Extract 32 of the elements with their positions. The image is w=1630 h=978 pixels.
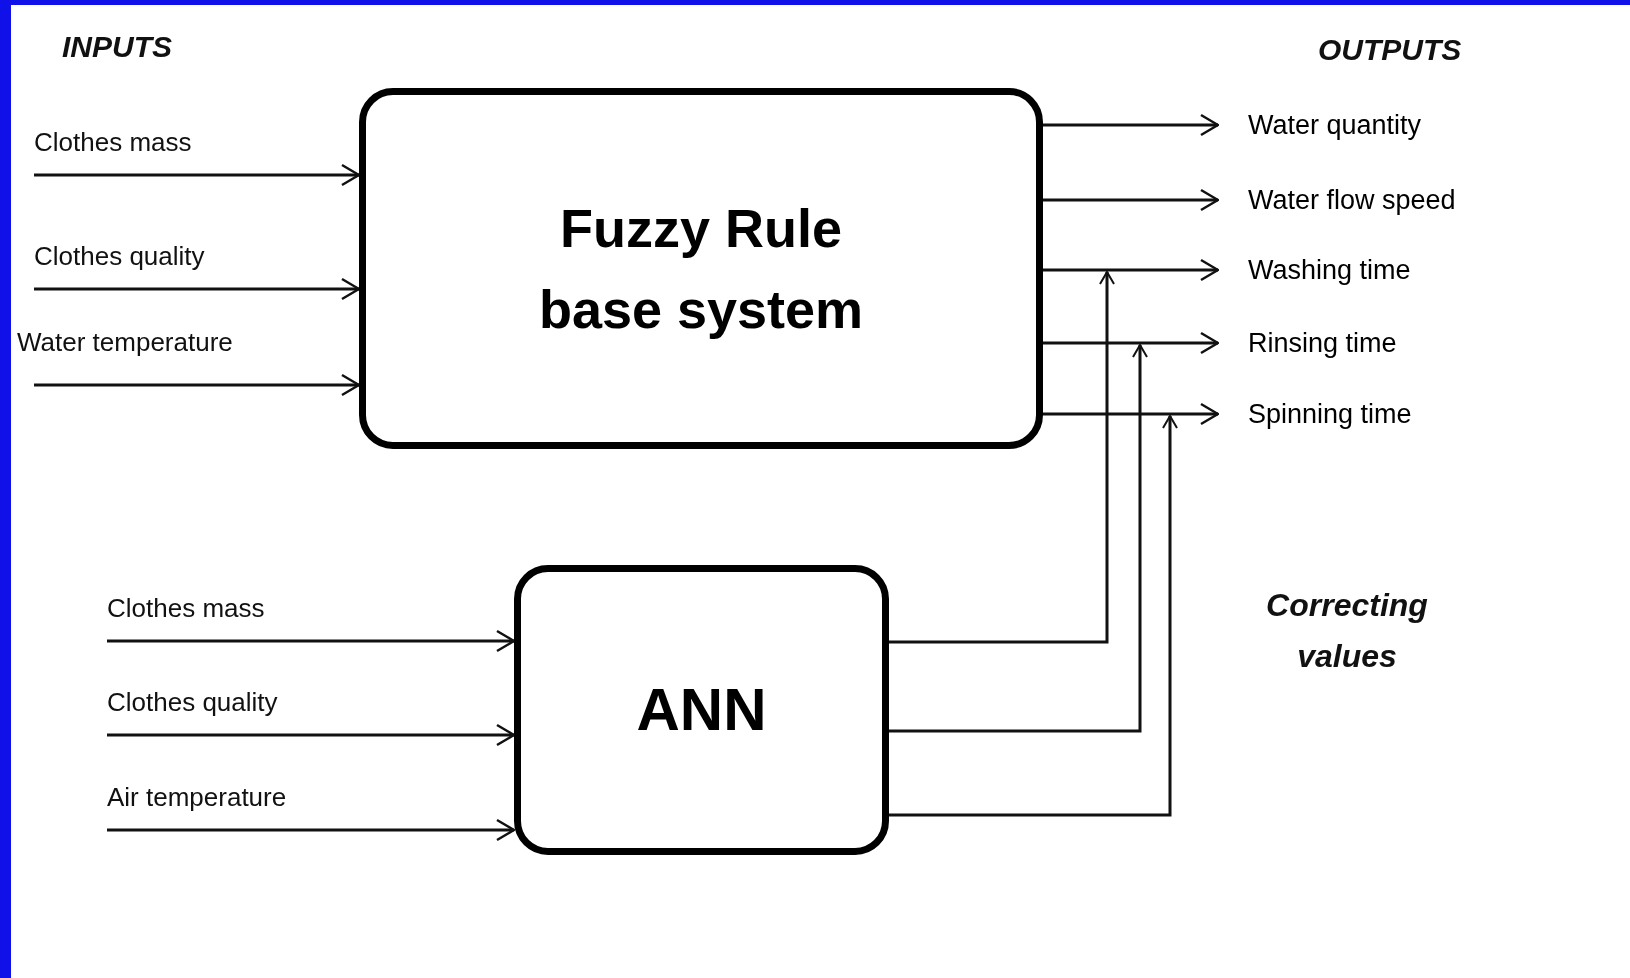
arrow	[1043, 113, 1220, 137]
output-label: Washing time	[1248, 254, 1411, 286]
arrow	[889, 344, 1148, 733]
arrow	[107, 629, 516, 653]
output-label: Water flow speed	[1248, 184, 1456, 216]
arrow	[1043, 402, 1220, 426]
arrow	[1043, 331, 1220, 355]
box-title: Fuzzy Rule base system	[537, 196, 865, 341]
arrow	[107, 723, 516, 747]
input-label: Air temperature	[107, 782, 287, 813]
output-label: Water quantity	[1248, 109, 1422, 141]
arrow	[1043, 188, 1220, 212]
arrow	[107, 818, 516, 842]
box-title: ANN	[636, 675, 767, 745]
input-label: Water temperature	[17, 327, 233, 358]
input-label: Clothes quality	[107, 687, 278, 718]
section-heading: INPUTS	[62, 30, 172, 64]
input-label: Clothes mass	[107, 593, 265, 624]
output-label: Rinsing time	[1248, 327, 1397, 359]
process-box	[359, 88, 1043, 449]
input-label: Clothes quality	[34, 241, 205, 272]
arrow	[1043, 258, 1220, 282]
arrow	[889, 415, 1178, 817]
arrow	[34, 163, 361, 187]
arrow	[34, 277, 361, 301]
output-label: Spinning time	[1248, 398, 1412, 430]
network-box	[514, 565, 889, 855]
arrow	[34, 373, 361, 397]
input-label: Clothes mass	[34, 127, 192, 158]
arrow	[889, 271, 1115, 644]
section-heading: OUTPUTS	[1318, 33, 1462, 67]
note-text: Correcting values	[1265, 586, 1429, 677]
